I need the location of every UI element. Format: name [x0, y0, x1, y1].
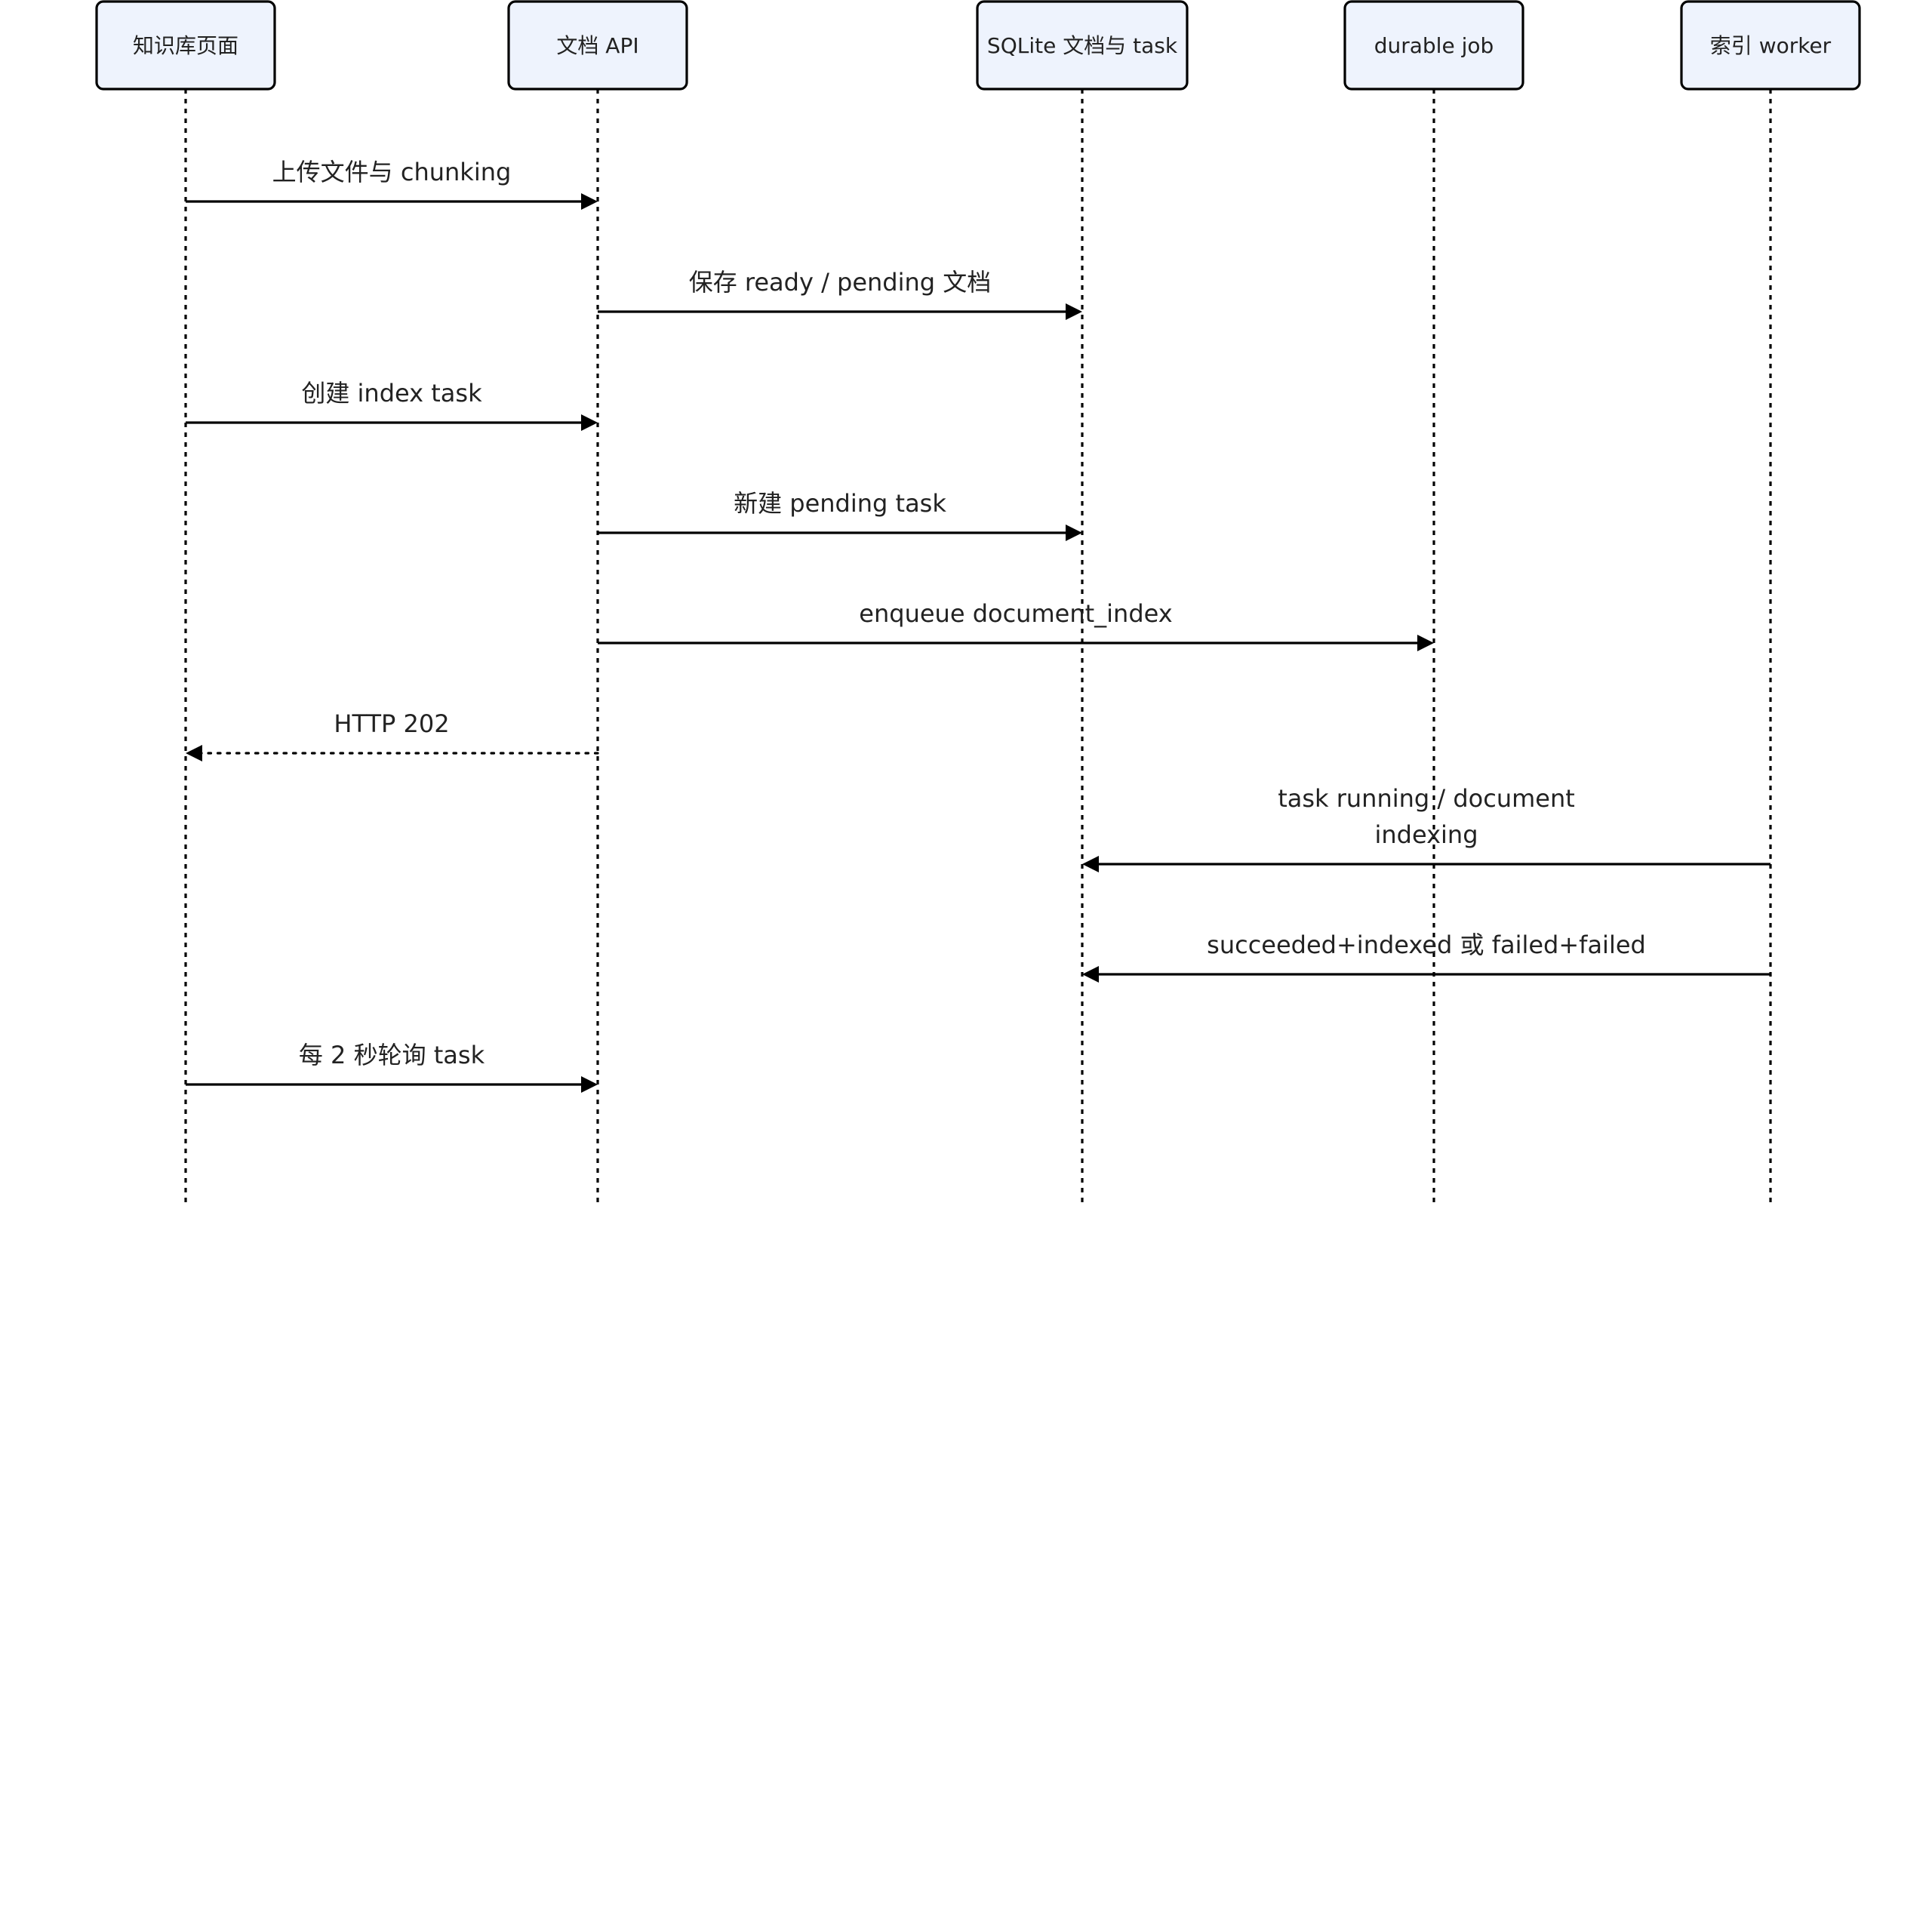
message-5: enqueue document_index: [598, 599, 1434, 651]
message-arrowhead: [1066, 303, 1082, 320]
lifelines: [184, 89, 1772, 1208]
message-label: 每 2 秒轮询 task: [299, 1041, 485, 1069]
message-arrowhead: [1066, 525, 1082, 541]
participant-doc_api: 文档 API: [507, 0, 688, 91]
message-label: 新建 pending task: [734, 489, 946, 518]
participant-label: durable job: [1374, 33, 1494, 58]
message-arrowhead: [1082, 856, 1099, 872]
message-3: 创建 index task: [186, 379, 598, 431]
message-label: HTTP 202: [334, 709, 449, 738]
participant-box: [1343, 0, 1524, 91]
message-arrowhead: [581, 414, 598, 431]
message-label: enqueue document_index: [859, 599, 1172, 628]
participant-box: [1680, 0, 1861, 91]
message-2: 保存 ready / pending 文档: [598, 268, 1082, 320]
message-arrowhead: [581, 1076, 598, 1093]
participant-box: [976, 0, 1189, 91]
message-arrowhead: [1082, 966, 1099, 983]
message-arrowhead: [186, 745, 202, 761]
message-label: succeeded+indexed 或 failed+failed: [1207, 931, 1646, 959]
message-label: 创建 index task: [301, 379, 482, 408]
participant-box: [95, 0, 276, 91]
message-8: succeeded+indexed 或 failed+failed: [1082, 931, 1770, 983]
message-9: 每 2 秒轮询 task: [186, 1041, 598, 1093]
participant-label: SQLite 文档与 task: [987, 33, 1178, 58]
participant-box: [507, 0, 688, 91]
participants: 知识库页面 文档 API SQLite 文档与 task durable job 索引 …: [95, 0, 1861, 91]
message-label: 上传文件与 chunking: [272, 158, 512, 186]
message-6: HTTP 202: [186, 709, 599, 761]
message-label: indexing: [1374, 820, 1478, 849]
participant-label: 索引 worker: [1710, 33, 1832, 58]
message-7: task running / document indexing: [1082, 784, 1770, 872]
participant-kb_page: 知识库页面: [95, 0, 276, 91]
message-1: 上传文件与 chunking: [186, 158, 598, 210]
participant-label: 知识库页面: [133, 33, 238, 58]
message-arrowhead: [1417, 635, 1434, 651]
participant-sqlite: SQLite 文档与 task: [976, 0, 1189, 91]
message-4: 新建 pending task: [598, 489, 1082, 541]
message-arrowhead: [581, 193, 598, 210]
message-label: 保存 ready / pending 文档: [689, 268, 992, 297]
message-label: task running / document: [1278, 784, 1575, 813]
participant-index_worker: 索引 worker: [1680, 0, 1861, 91]
participant-label: 文档 API: [556, 33, 638, 58]
participant-durable_job: durable job: [1343, 0, 1524, 91]
